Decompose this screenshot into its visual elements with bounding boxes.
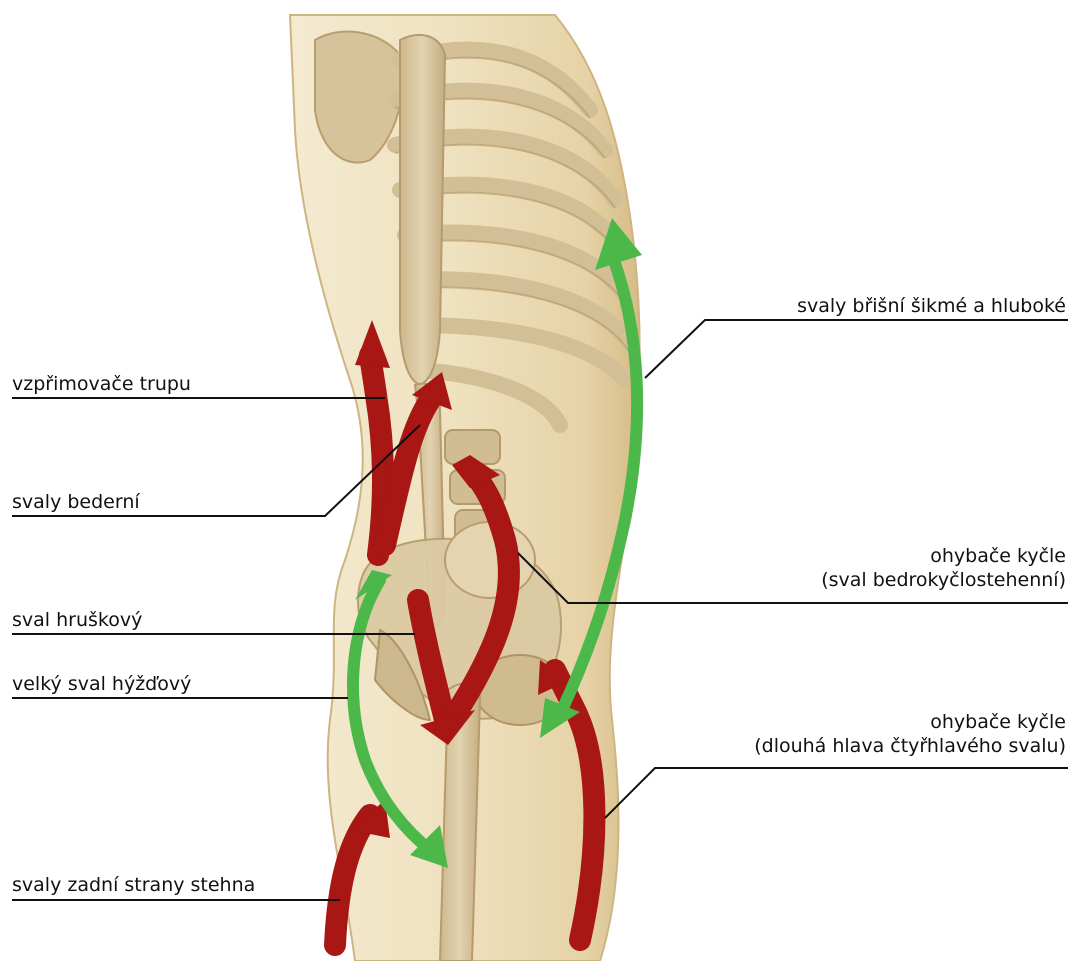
label-svaly-zadni-strany-stehna: svaly zadní strany stehna [12,873,255,897]
leader-ohybace2 [605,768,1068,818]
label-svaly-brisni: svaly břišní šikmé a hluboké [797,294,1066,318]
label-velky-sval-hyzdovy: velký sval hýžďový [12,672,191,696]
leader-brisni [645,320,1068,378]
label-sval-hruskovy: sval hruškový [12,608,142,632]
label-svaly-bederni: svaly bederní [12,490,140,514]
label-ohybace-kycle-2: ohybače kyčle (dlouhá hlava čtyřhlavého … [754,710,1066,758]
label-ohybace-kycle-1: ohybače kyčle (sval bedrokyčlostehenní) [821,544,1066,592]
iliac-crest [445,522,535,598]
label-ohybace-kycle-2-line1: ohybače kyčle [754,710,1066,734]
label-vzprimovace-trupu: vzpřimovače trupu [12,372,191,396]
label-ohybace-kycle-1-line2: (sval bedrokyčlostehenní) [821,568,1066,592]
label-ohybace-kycle-1-line1: ohybače kyčle [821,544,1066,568]
label-ohybace-kycle-2-line2: (dlouhá hlava čtyřhlavého svalu) [754,734,1066,758]
humerus-bone [400,35,445,385]
